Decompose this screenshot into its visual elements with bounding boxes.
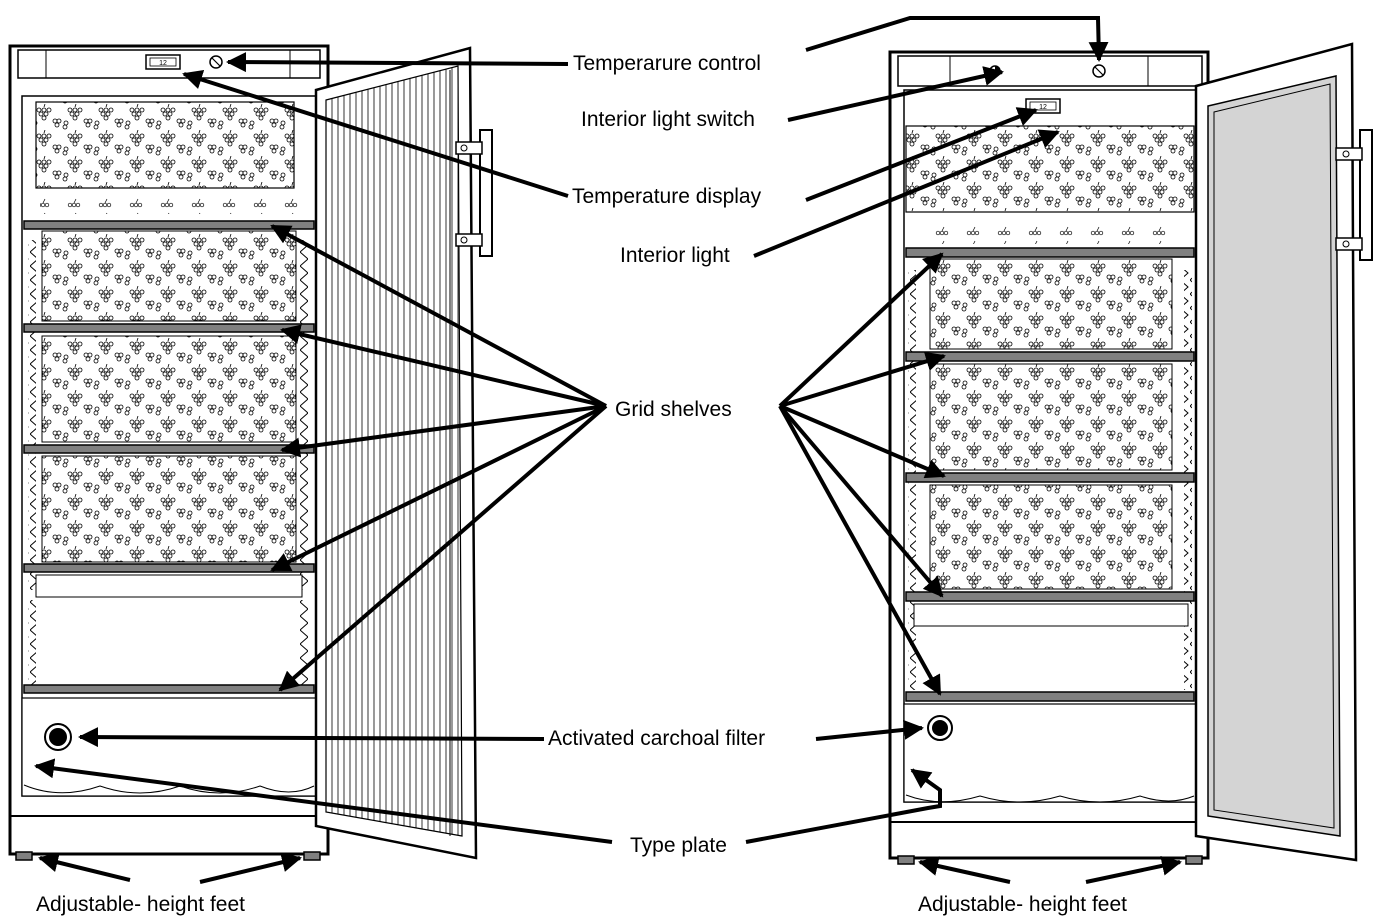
right-shelf-4 <box>905 591 1195 602</box>
arrow-temp-display-left <box>182 69 569 198</box>
arrow-shelf-left-4 <box>270 404 607 572</box>
arrow-shelf-right-5 <box>778 405 942 696</box>
left-shelf-1 <box>23 220 315 230</box>
left-shelf-4 <box>23 563 315 573</box>
arrow-temp-control-left <box>226 52 569 73</box>
arrow-feet-left-1 <box>38 852 131 882</box>
arrow-temp-display-right <box>805 107 1038 202</box>
arrow-shelf-left-3 <box>280 404 607 458</box>
arrow-shelf-right-3 <box>779 404 946 479</box>
arrow-interior-light-switch <box>787 66 1004 122</box>
left-shelf-2 <box>23 323 315 333</box>
right-display-readout: 12 <box>1039 104 1047 111</box>
label-temperature-control: Temperarure control <box>573 52 761 75</box>
label-grid-shelves: Grid shelves <box>615 398 732 421</box>
label-feet-left: Adjustable- height feet <box>36 893 245 916</box>
arrow-shelf-left-5 <box>278 404 608 692</box>
left-door-handle <box>479 129 493 257</box>
right-door <box>1194 42 1373 862</box>
right-shelf-5 <box>905 691 1195 702</box>
label-type-plate: Type plate <box>630 834 727 857</box>
arrow-shelf-left-2 <box>280 324 607 408</box>
arrow-shelf-left-1 <box>270 224 607 408</box>
arrow-shelf-right-1 <box>778 252 944 408</box>
arrow-feet-right-1 <box>918 856 1011 884</box>
right-top-display-panel <box>905 125 1195 213</box>
arrow-interior-light <box>753 129 1060 258</box>
left-shelf-5 <box>23 684 315 694</box>
right-cabinet: 12 <box>888 42 1373 865</box>
left-base-compartment <box>21 697 317 797</box>
right-temperature-control-knob <box>1092 64 1106 78</box>
left-shelf-3 <box>23 444 315 454</box>
left-door <box>314 46 493 860</box>
right-door-handle <box>1359 129 1373 261</box>
label-charcoal-filter: Activated carchoal filter <box>548 727 766 750</box>
right-control-panel <box>897 55 1203 87</box>
arrow-shelf-right-4 <box>778 404 944 598</box>
arrow-temp-control-right <box>805 16 1109 62</box>
arrow-filter-right <box>815 719 924 741</box>
right-shelf-2 <box>905 351 1195 362</box>
arrow-type-plate-left <box>34 758 613 844</box>
arrow-type-plate-right <box>745 768 942 844</box>
right-foot-right <box>1185 855 1203 865</box>
right-charcoal-filter <box>927 715 953 741</box>
arrow-shelf-right-2 <box>779 351 946 408</box>
label-feet-right: Adjustable- height feet <box>918 893 1127 916</box>
left-foot-right <box>303 851 321 861</box>
label-temperature-display: Temperature display <box>572 185 762 208</box>
right-shelf-3 <box>905 472 1195 483</box>
label-interior-light: Interior light <box>620 244 730 267</box>
right-shelf-1 <box>905 247 1195 258</box>
left-cabinet: 12 <box>8 44 493 861</box>
left-display-readout: 12 <box>159 60 167 67</box>
arrow-feet-right-2 <box>1085 855 1182 884</box>
arrow-feet-left-2 <box>199 852 302 884</box>
right-foot-left <box>897 855 915 865</box>
left-temperature-control-knob <box>209 55 223 69</box>
label-interior-light-switch: Interior light switch <box>581 108 755 131</box>
arrow-filter-left <box>78 727 545 748</box>
left-charcoal-filter <box>44 723 72 751</box>
leader-arrows <box>34 16 1182 884</box>
left-foot-left <box>15 851 33 861</box>
left-top-display-panel <box>35 101 295 189</box>
